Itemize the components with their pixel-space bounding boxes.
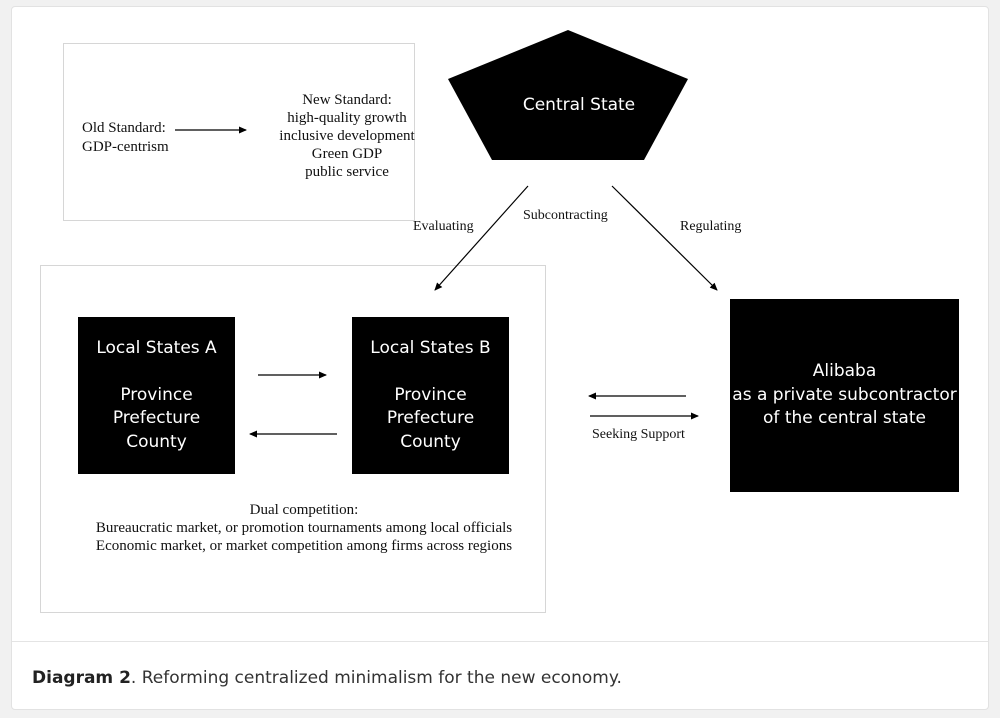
- alibaba-line: of the central state: [763, 408, 926, 429]
- local-states-b-level: Prefecture: [386, 408, 475, 428]
- dual-competition-line: Economic market, or market competition a…: [95, 538, 513, 554]
- local-states-b-title: Local States B: [370, 338, 491, 358]
- new-standard-line: inclusive development: [279, 128, 415, 144]
- local-states-a-level: Prefecture: [112, 408, 201, 428]
- seeking-support-label: Seeking Support: [592, 427, 685, 442]
- central-state-label: Central State: [522, 95, 636, 115]
- central-state-shape: [448, 30, 688, 160]
- evaluating-label: Evaluating: [413, 219, 474, 234]
- subcontracting-label: Subcontracting: [523, 208, 608, 223]
- new-standard-line: Green GDP: [311, 146, 383, 162]
- diagram-connectors: [175, 30, 718, 438]
- caption-label: Diagram 2: [32, 668, 131, 688]
- old-standard-value: GDP-centrism: [82, 139, 169, 155]
- new-standard: New Standard: high-quality growth inclus…: [252, 91, 442, 181]
- local-states-b-level: Province: [394, 384, 467, 405]
- figure-caption: Diagram 2. Reforming centralized minimal…: [32, 668, 622, 688]
- local-states-a-level: Province: [120, 384, 193, 405]
- new-standard-line: high-quality growth: [287, 110, 407, 126]
- local-states-a-title: Local States A: [96, 338, 217, 358]
- alibaba-line: Alibaba: [812, 361, 877, 382]
- dual-competition-title: Dual competition:: [249, 502, 359, 518]
- figure-card: Old Standard: GDP-centrism New Standard:…: [11, 6, 989, 710]
- diagram: Old Standard: GDP-centrism New Standard:…: [12, 7, 988, 641]
- caption-bar: Diagram 2. Reforming centralized minimal…: [12, 641, 988, 709]
- alibaba-box: Alibaba as a private subcontractor of th…: [730, 299, 959, 492]
- old-standard-title: Old Standard:: [82, 120, 166, 136]
- new-standard-line: New Standard:: [302, 92, 392, 108]
- caption-text: . Reforming centralized minimalism for t…: [130, 668, 622, 688]
- regulating-label: Regulating: [680, 219, 742, 234]
- dual-competition-note: Dual competition: Bureaucratic market, o…: [52, 501, 556, 555]
- new-standard-line: public service: [305, 164, 389, 180]
- dual-competition-line: Bureaucratic market, or promotion tourna…: [95, 520, 513, 536]
- local-states-a-box: Local States A Province Prefecture Count…: [78, 317, 235, 474]
- local-states-a-level: County: [126, 431, 187, 452]
- regulating-arrow: [611, 185, 718, 291]
- local-states-b-level: County: [400, 431, 461, 452]
- alibaba-line: as a private subcontractor: [732, 384, 957, 405]
- evaluating-arrow: [434, 185, 529, 291]
- local-states-b-box: Local States B Province Prefecture Count…: [352, 317, 509, 474]
- old-standard: Old Standard: GDP-centrism: [82, 119, 169, 157]
